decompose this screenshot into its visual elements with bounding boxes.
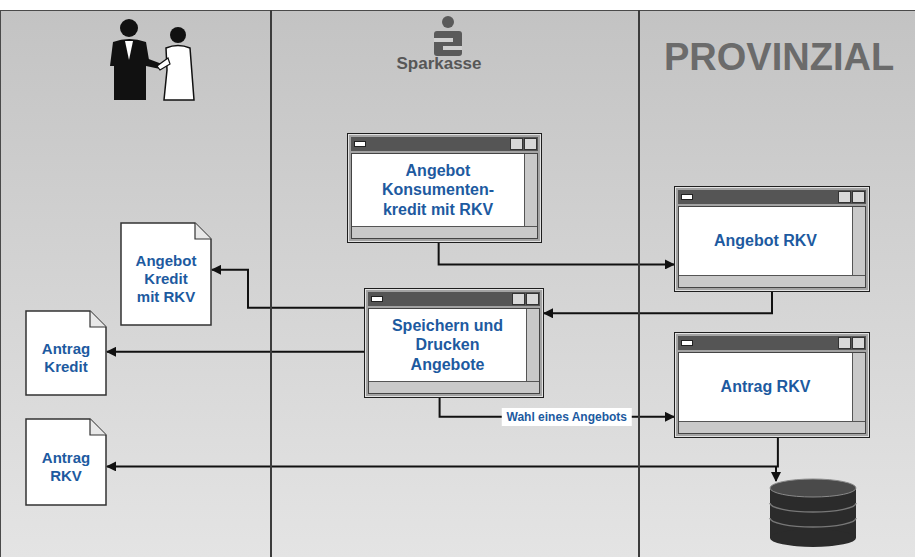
application-window: Antrag RKV	[674, 332, 870, 438]
client-area: Angebot RKV	[678, 206, 866, 288]
database-ring	[770, 503, 856, 512]
man-head	[120, 19, 138, 37]
window-label: Angebot RKV	[714, 231, 817, 250]
text-area: Speichern und Drucken Angebote	[371, 311, 524, 379]
woman-arm	[157, 58, 170, 70]
title-bar	[368, 292, 540, 306]
page-fold	[195, 223, 211, 239]
logo-cut	[443, 46, 462, 50]
swimlane: Angebot Konsumenten- kredit mit RKV Speic…	[270, 10, 638, 557]
application-window: Angebot RKV	[674, 186, 870, 292]
text-area: Antrag RKV	[29, 432, 103, 502]
horizontal-scrollbar	[352, 226, 537, 238]
people-icon	[110, 19, 194, 100]
window-menu-button	[354, 141, 366, 147]
client-area: Speichern und Drucken Angebote	[368, 308, 540, 394]
horizontal-scrollbar	[369, 381, 539, 393]
store-arrow	[775, 466, 777, 481]
title-bar	[351, 137, 538, 151]
vertical-scrollbar	[852, 207, 865, 275]
edge-label-holder: Wahl eines Angebots	[502, 408, 632, 426]
page-shape	[26, 419, 106, 505]
text-area: Angebot Kredit mit RKV	[124, 236, 208, 322]
page-shape	[26, 311, 106, 395]
database-ring	[770, 518, 856, 527]
horizontal-scrollbar	[679, 275, 865, 287]
vertical-scrollbar	[852, 353, 865, 421]
window-button	[524, 138, 537, 150]
title-bar	[678, 336, 866, 350]
window-button	[838, 191, 851, 203]
page-fold	[90, 311, 106, 327]
logo-dot	[442, 16, 454, 28]
lane-heading: Sparkasse	[272, 54, 606, 74]
window-button	[838, 337, 851, 349]
window-label: Angebot Konsumenten- kredit mit RKV	[368, 161, 508, 219]
woman-body	[164, 46, 194, 101]
woman-head	[170, 27, 186, 43]
vertical-scrollbar	[526, 309, 539, 381]
document-icon: Antrag Kredit	[25, 310, 107, 396]
window-button	[526, 293, 539, 305]
window-button	[852, 191, 865, 203]
page-fold	[90, 419, 106, 435]
window-button	[512, 293, 525, 305]
document-label: Angebot Kredit mit RKV	[132, 252, 200, 306]
window-label: Antrag RKV	[721, 377, 811, 396]
vertical-scrollbar	[524, 154, 537, 226]
lane-title: Sparkasse	[272, 54, 606, 74]
database-bottom	[770, 529, 856, 547]
window-menu-button	[681, 340, 693, 346]
client-area: Antrag RKV	[678, 352, 866, 434]
application-window: Speichern und Drucken Angebote	[364, 288, 544, 398]
document-icon: Angebot Kredit mit RKV	[120, 222, 212, 326]
title-bar	[678, 190, 866, 204]
application-window: Angebot Konsumenten- kredit mit RKV	[347, 133, 542, 243]
flow-arrow	[212, 270, 364, 308]
swimlane: Angebot RKV Antrag RKV PROVINZIAL	[638, 10, 915, 557]
window-menu-button	[681, 194, 693, 200]
edge-label: Wahl eines Angebots	[502, 408, 632, 426]
document-label: Antrag RKV	[34, 449, 98, 485]
lane-heading: PROVINZIAL	[664, 36, 914, 80]
page-shape	[121, 223, 211, 325]
flow-arrow	[107, 351, 364, 353]
document-label: Antrag Kredit	[34, 340, 98, 376]
sparkasse-logo	[434, 16, 462, 56]
flow-arrow	[107, 438, 778, 466]
logo-cut	[434, 38, 453, 42]
client-area: Angebot Konsumenten- kredit mit RKV	[351, 153, 538, 239]
horizontal-scrollbar	[679, 421, 865, 433]
text-area: Angebot Konsumenten- kredit mit RKV	[354, 156, 522, 224]
flow-arrow	[544, 292, 772, 313]
lane-title: PROVINZIAL	[664, 36, 914, 80]
window-button	[510, 138, 523, 150]
window-label: Speichern und Drucken Angebote	[384, 316, 512, 374]
database-symbol	[770, 466, 856, 547]
man-body	[110, 39, 150, 100]
window-button	[852, 337, 865, 349]
man-shirt	[125, 41, 133, 60]
text-area: Antrag RKV	[681, 355, 850, 419]
logo-body	[434, 31, 462, 56]
database-top	[770, 479, 856, 497]
text-area: Antrag Kredit	[29, 324, 103, 392]
text-area: Angebot RKV	[681, 209, 850, 273]
window-menu-button	[371, 296, 383, 302]
document-icon: Antrag RKV	[25, 418, 107, 506]
